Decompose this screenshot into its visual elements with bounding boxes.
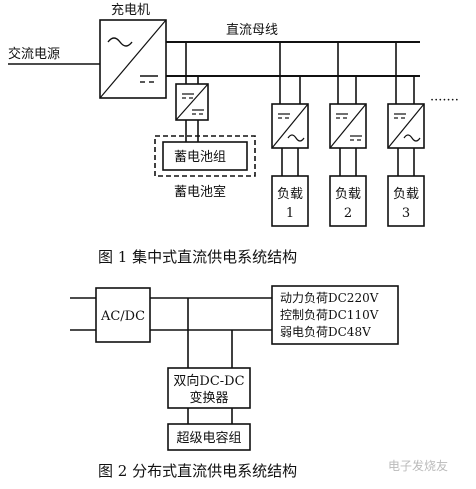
load-branch-1: [271, 42, 309, 227]
load-branch-2: [329, 42, 367, 227]
figure2-caption: 图 2 分布式直流供电系统结构: [98, 462, 297, 480]
ac-source-label: 交流电源: [8, 46, 60, 62]
dcdc-label-line2: 变换器: [189, 390, 228, 406]
dc-bus-label: 直流母线: [226, 23, 278, 38]
load-branch-3: [387, 42, 425, 227]
watermark: 电子发烧友: [388, 458, 448, 473]
load-3-name: 负载: [393, 187, 419, 202]
dcdc-label-line1: 双向DC-DC: [173, 373, 244, 389]
acdc-label: AC/DC: [100, 309, 145, 324]
battery-group-box: [162, 141, 248, 171]
charger-label: 充电机: [111, 2, 150, 18]
load-2-name: 负载: [335, 187, 361, 202]
load-3-index: 3: [402, 206, 410, 221]
more-loads-marker: ·······: [430, 93, 459, 108]
load-group-box: [271, 285, 399, 345]
battery-group-label: 蓄电池组: [174, 150, 226, 165]
battery-room-label: 蓄电池室: [174, 184, 226, 200]
supercap-label: 超级电容组: [176, 430, 241, 446]
charger-box: [99, 19, 167, 99]
battery-room-boundary: [154, 135, 256, 177]
load-1-name: 负载: [277, 187, 303, 202]
load-1-index: 1: [286, 206, 294, 221]
dcdc-box: [167, 367, 251, 409]
supercap-box: [167, 423, 251, 451]
acdc-box: [95, 287, 151, 343]
figure1-caption: 图 1 集中式直流供电系统结构: [98, 248, 297, 266]
load-control-label: 控制负荷DC110V: [280, 308, 379, 322]
load-power-label: 动力负荷DC220V: [280, 291, 379, 305]
load-2-index: 2: [344, 206, 352, 221]
battery-dcdc-box: [175, 83, 209, 121]
ac-wave-icon: [107, 37, 133, 47]
load-weak-label: 弱电负荷DC48V: [280, 325, 371, 339]
